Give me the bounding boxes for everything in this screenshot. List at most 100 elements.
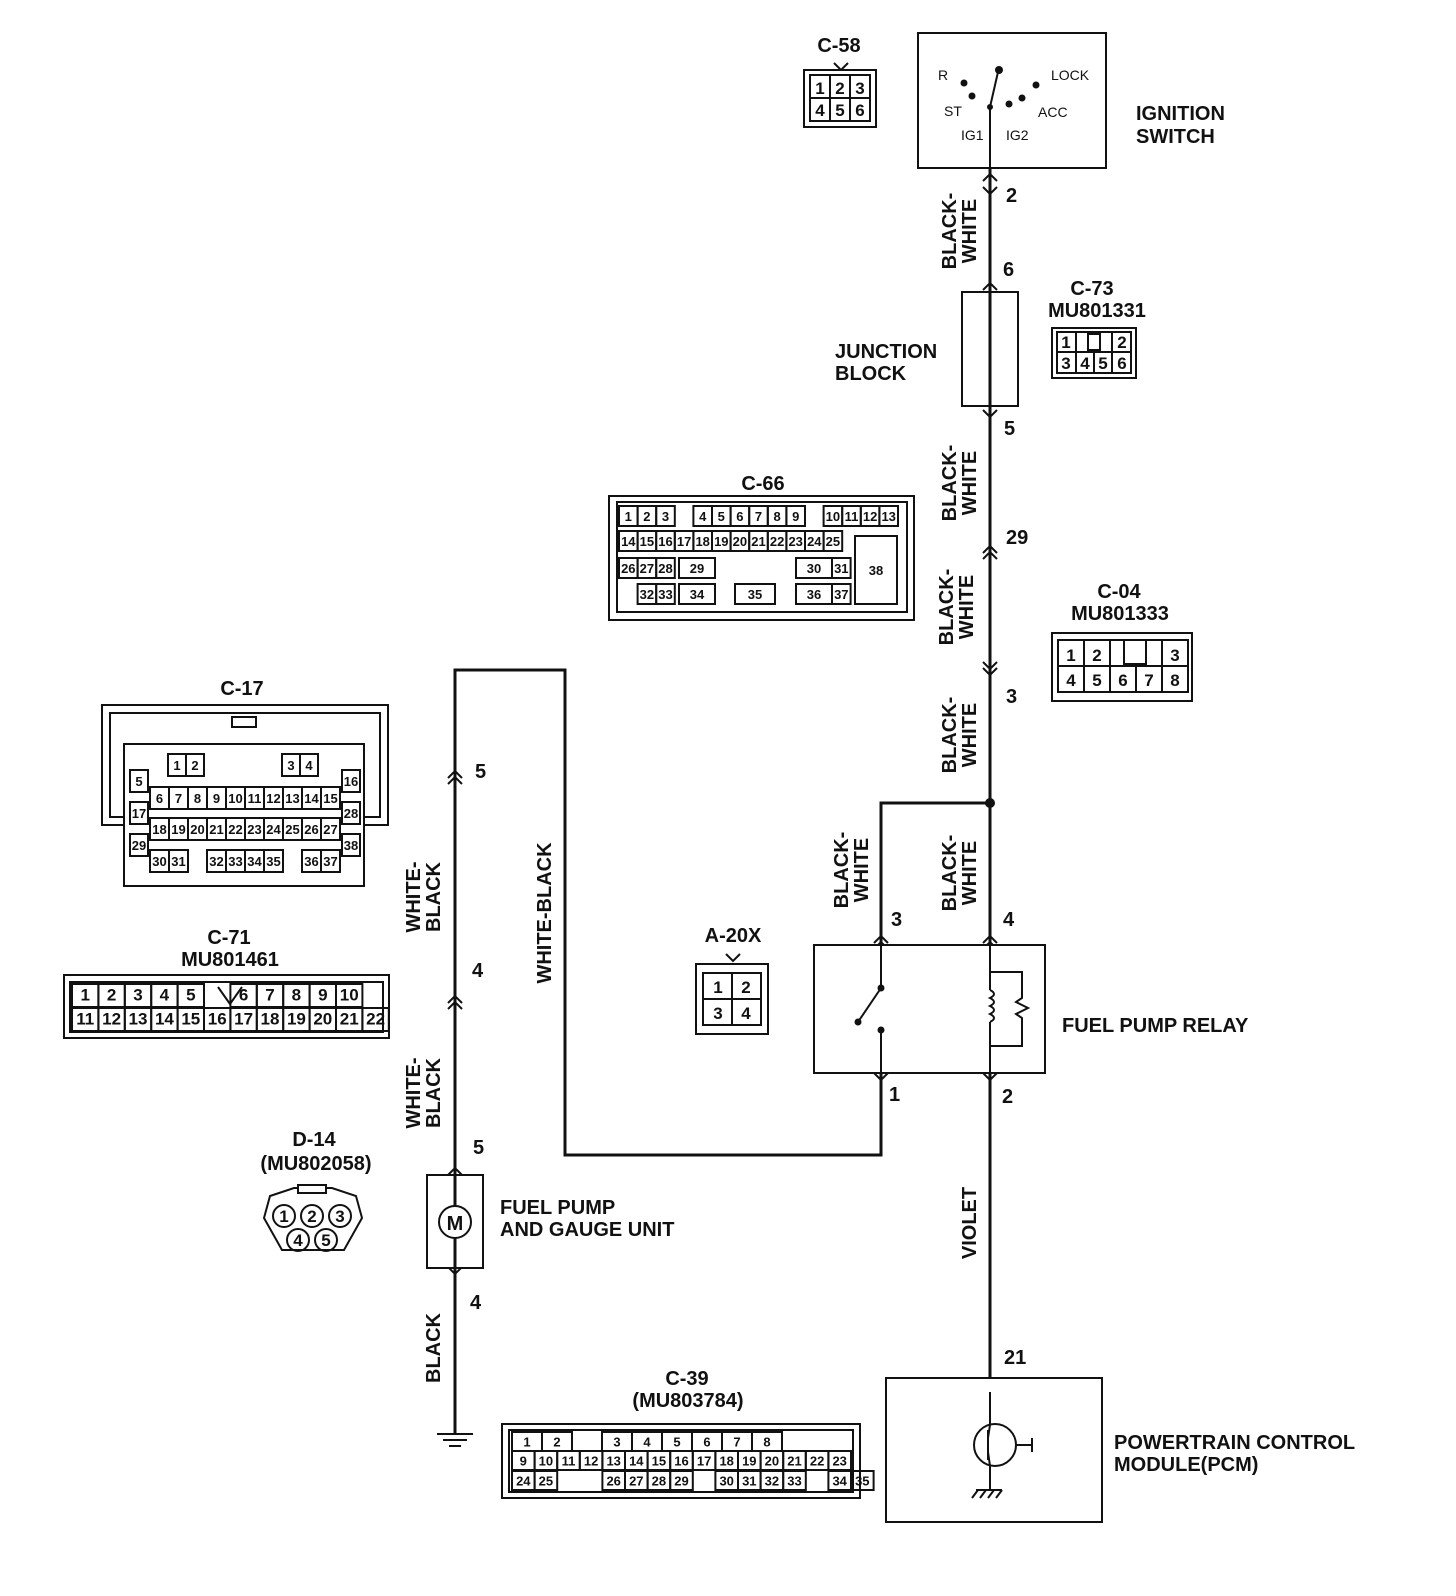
pin-cell: 4 xyxy=(741,1004,751,1023)
pin-cell: 22 xyxy=(228,822,242,837)
wire-color-label: WHITE xyxy=(956,575,978,639)
pin-cell-box xyxy=(129,833,149,857)
connector-c58: C-58 1 2 3 4 5 6 xyxy=(803,35,877,128)
pin-cell: 23 xyxy=(832,1454,846,1469)
connector-cells: 1 2 3 4 5 6 xyxy=(815,79,864,120)
connector-id: C-58 xyxy=(817,35,860,57)
pin-cell: 10 xyxy=(228,791,242,806)
pin-cell-box xyxy=(831,583,852,605)
pin-numbers: 2 6 5 29 3 3 4 1 2 21 5 4 5 4 xyxy=(470,185,1028,1369)
switch-pos-st: ST xyxy=(944,103,962,119)
wire-color-label: BLACK- xyxy=(939,835,961,912)
pin-cell: 28 xyxy=(652,1474,666,1489)
pin-label: 6 xyxy=(1003,259,1014,281)
fuel-pump-relay-label: FUEL PUMP RELAY xyxy=(1062,1015,1249,1037)
pin-cell: 34 xyxy=(690,587,705,602)
pin-cell-box xyxy=(878,505,900,527)
pin-cell: 8 xyxy=(773,509,780,524)
pin-cell: 3 xyxy=(713,1004,722,1023)
pin-cell: 30 xyxy=(152,854,166,869)
connector-a20x: A-20X 1 2 3 4 xyxy=(695,925,769,1035)
wire-color-label: WHITE xyxy=(959,199,981,263)
connector-cells: 1 2 3 4 5 xyxy=(272,1204,352,1252)
pin-cell: 4 xyxy=(293,1231,303,1250)
pin-cell: 37 xyxy=(834,587,848,602)
pin-cell: 13 xyxy=(129,1010,148,1029)
pin-cell: 14 xyxy=(629,1454,644,1469)
pcm-label-1: POWERTRAIN CONTROL xyxy=(1114,1432,1355,1454)
pin-cell: 14 xyxy=(621,534,636,549)
pin-cell-box xyxy=(361,1007,390,1032)
pin-cell: 25 xyxy=(826,534,840,549)
pin-cell: 3 xyxy=(335,1207,344,1226)
wire-color-label: WHITE xyxy=(959,451,981,515)
wire-color-label: BLACK- xyxy=(939,193,961,270)
pin-cell: 17 xyxy=(234,1010,253,1029)
pin-cell: 18 xyxy=(719,1454,733,1469)
pin-cell: 19 xyxy=(714,534,728,549)
pin-cell: 5 xyxy=(1092,671,1101,690)
pin-cell: 6 xyxy=(855,101,864,120)
transistor-icon xyxy=(973,1423,1017,1467)
pin-cell: 3 xyxy=(1061,354,1070,373)
wire-color-labels: BLACK-WHITE BLACK-WHITE BLACK-WHITE BLAC… xyxy=(403,193,981,1383)
pin-cell-box xyxy=(850,1470,875,1491)
wire-color-label: BLACK- xyxy=(939,697,961,774)
pin-cell: 8 xyxy=(194,791,201,806)
switch-pos-ig1: IG1 xyxy=(961,127,984,143)
connector-part: MU801331 xyxy=(1048,300,1146,322)
pin-label: 1 xyxy=(889,1084,900,1106)
pin-label: 3 xyxy=(891,909,902,931)
pin-cell-box xyxy=(655,505,676,527)
connector-c73: C-73 MU801331 1 2 3 4 5 6 xyxy=(1048,278,1146,379)
pin-cell: 13 xyxy=(285,791,299,806)
ground-icon xyxy=(437,1433,473,1447)
pin-cell: 16 xyxy=(344,774,358,789)
pin-cell-box xyxy=(734,583,776,605)
wire-color-label: WHITE- xyxy=(403,861,425,932)
pin-cell: 23 xyxy=(247,822,261,837)
pin-cell: 7 xyxy=(265,986,274,1005)
pin-cell: 28 xyxy=(658,561,672,576)
pin-cell: 15 xyxy=(181,1010,200,1029)
pin-label: 4 xyxy=(1003,909,1015,931)
pin-cell-box xyxy=(669,1470,694,1491)
pin-cell-box xyxy=(320,817,341,841)
connector-id: A-20X xyxy=(705,925,762,947)
pin-label: 5 xyxy=(473,1137,484,1159)
pin-cell: 19 xyxy=(742,1454,756,1469)
pin-cell: 15 xyxy=(652,1454,666,1469)
pin-cell: 18 xyxy=(695,534,709,549)
pin-cell: 2 xyxy=(741,978,750,997)
pin-cell: 14 xyxy=(155,1010,174,1029)
pin-cell: 26 xyxy=(606,1474,620,1489)
pin-cell: 5 xyxy=(718,509,725,524)
pin-cell: 1 xyxy=(80,986,89,1005)
pin-cell: 22 xyxy=(770,534,784,549)
pin-cell: 4 xyxy=(1066,671,1076,690)
pin-cell: 20 xyxy=(765,1454,779,1469)
pin-cell: 6 xyxy=(703,1435,710,1450)
pin-cell: 17 xyxy=(697,1454,711,1469)
connector-part: (MU803784) xyxy=(632,1390,743,1412)
pin-cell: 24 xyxy=(807,534,822,549)
pin-cell: 29 xyxy=(690,561,704,576)
pin-cell: 21 xyxy=(787,1454,801,1469)
pin-cell: 4 xyxy=(1080,354,1090,373)
pin-cell: 16 xyxy=(674,1454,688,1469)
pin-cell: 6 xyxy=(156,791,163,806)
junction-block-label-1: JUNCTION xyxy=(835,341,937,363)
pin-cell: 19 xyxy=(171,822,185,837)
pin-cell: 1 xyxy=(625,509,632,524)
pin-cell: 9 xyxy=(213,791,220,806)
pin-cell-box xyxy=(655,557,676,579)
pin-cell: 34 xyxy=(247,854,262,869)
pin-cell-box xyxy=(822,530,844,552)
pin-cell: 1 xyxy=(713,978,722,997)
